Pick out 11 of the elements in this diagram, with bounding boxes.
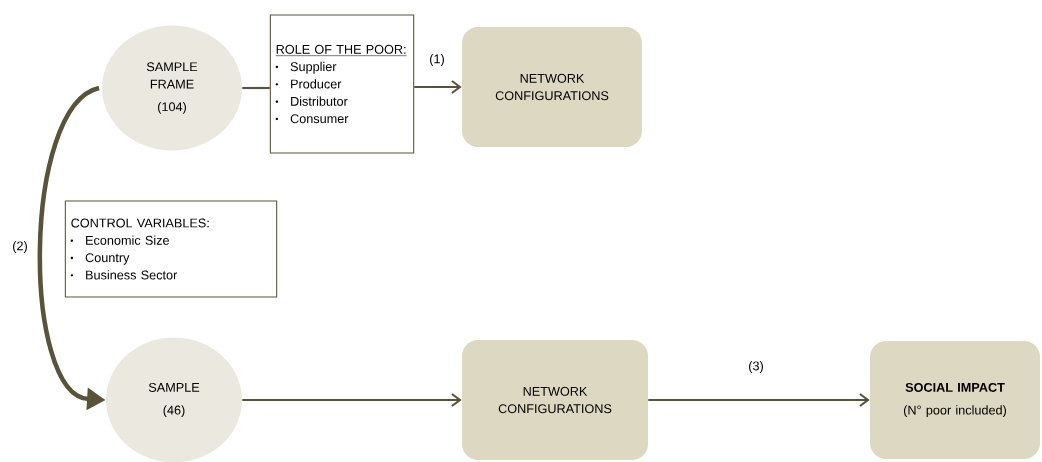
arrow xyxy=(242,393,462,407)
arrow xyxy=(414,80,462,94)
list-box: CONTROL VARIABLES: Economic Size Country Business Sector xyxy=(64,200,278,298)
edge-label: (2) xyxy=(10,239,30,255)
process-box: SOCIAL IMPACT (N° poor included) xyxy=(870,341,1040,459)
process-box: NETWORK CONFIGURATIONS xyxy=(462,27,642,147)
process-box: NETWORK CONFIGURATIONS xyxy=(462,340,648,460)
edge-label: (1) xyxy=(427,52,447,68)
edge-label: (3) xyxy=(746,359,766,375)
arrow xyxy=(648,393,870,407)
list-box: ROLE OF THE POOR: Supplier Producer Distributor Consumer xyxy=(269,14,415,154)
